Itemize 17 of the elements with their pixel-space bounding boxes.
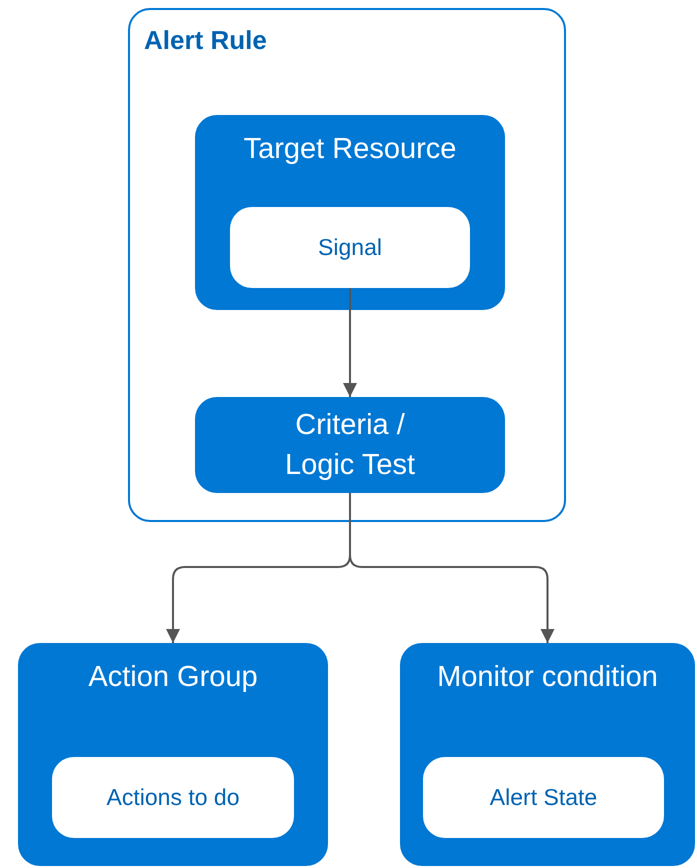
- node-label: Target Resource: [244, 132, 456, 167]
- node-label: Action Group: [88, 660, 258, 695]
- arrow: [343, 288, 357, 397]
- group-frame: [128, 8, 566, 522]
- container-box: [400, 643, 695, 866]
- inner-box: [52, 757, 294, 838]
- node-label: Alert Rule: [144, 24, 267, 56]
- node-label: Actions to do: [106, 783, 240, 812]
- node-label: Monitor condition: [437, 660, 658, 695]
- node-label: Criteria / Logic Test: [284, 408, 416, 483]
- node-label: Signal: [318, 233, 382, 262]
- inner-box: [230, 207, 470, 288]
- node-label: Alert State: [490, 783, 598, 812]
- process-box: [195, 397, 505, 493]
- container-box: [195, 115, 505, 310]
- inner-box: [423, 757, 664, 838]
- container-box: [18, 643, 328, 866]
